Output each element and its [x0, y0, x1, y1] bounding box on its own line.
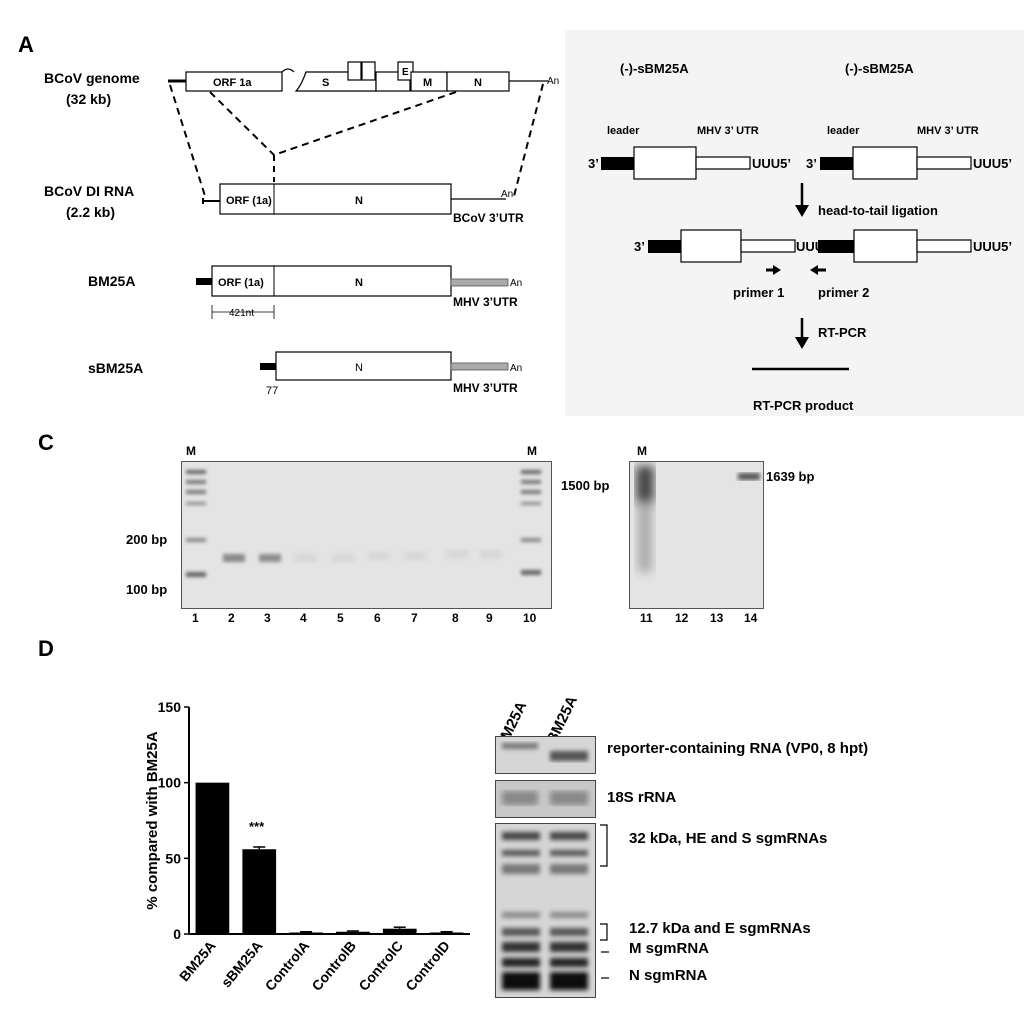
lane-number-8: 8 [452, 611, 459, 625]
bm25a-orf1a-label: ORF (1a) [218, 277, 264, 289]
position-77: 77 [266, 385, 278, 397]
lane-number-1: 1 [192, 611, 199, 625]
bp-200-label: 200 bp [126, 532, 168, 547]
orf1a-label: ORF 1a [213, 77, 252, 89]
bar-BM25A [195, 782, 230, 934]
lane-number-4: 4 [300, 611, 307, 625]
length-421nt: 421nt [229, 308, 254, 319]
three-prime-right: 3’ [806, 156, 817, 171]
bm25a-polya: An [510, 278, 522, 289]
bar-sBM25A [242, 849, 277, 934]
uuu5-ligated: UUU5’ [973, 239, 1012, 254]
bar-ControlB [336, 931, 370, 934]
mhv-utr-label-right: MHV 3’ UTR [917, 125, 979, 137]
lane-number-14: 14 [744, 611, 758, 625]
gel-marker-far-right: M [637, 444, 647, 458]
genome-polya: An [547, 76, 559, 87]
primer1-label: primer 1 [733, 285, 784, 300]
rrna-label: 18S rRNA [607, 789, 677, 806]
sbm25a-polya: An [510, 363, 522, 374]
lane-number-7: 7 [411, 611, 418, 625]
primer2-label: primer 2 [818, 285, 869, 300]
y-tick-label-100: 100 [158, 775, 182, 791]
uuu5-left: UUU5’ [752, 156, 791, 171]
lane-number-10: 10 [523, 611, 537, 625]
lane-number-5: 5 [337, 611, 344, 625]
sbm25a-mhv-utr: MHV 3’UTR [453, 381, 518, 395]
leader-label-left: leader [607, 125, 640, 137]
kda32-label: 32 kDa, HE and S sgmRNAs [629, 830, 828, 847]
sbm25a-n-label: N [355, 362, 363, 374]
kda12-label: 12.7 kDa and E sgmRNAs [629, 920, 811, 937]
gel-left [181, 461, 552, 609]
n-gene-label: N [474, 77, 482, 89]
y-axis-label: % compared with BM25A [144, 731, 161, 910]
di-rna-size: (2.2 kb) [66, 204, 115, 220]
genome-title: BCoV genome [44, 70, 140, 86]
y-tick-label-50: 50 [165, 850, 181, 866]
neg-sbm25a-left: (-)-sBM25A [620, 61, 689, 76]
lane-number-11: 11 [640, 611, 653, 625]
panel-a-label: A [18, 32, 34, 57]
e-gene-label: E [402, 67, 409, 78]
sbm25a-title: sBM25A [88, 360, 143, 376]
y-tick-label-0: 0 [173, 926, 181, 942]
panel-b-background [565, 30, 1024, 416]
blot-reporter [495, 736, 596, 774]
gel-marker-left: M [186, 444, 196, 458]
neg-sbm25a-right: (-)-sBM25A [845, 61, 914, 76]
significance-marker: *** [249, 819, 265, 834]
blot-sgmrna [495, 823, 596, 998]
bm25a-n-label: N [355, 277, 363, 289]
y-tick-label-150: 150 [158, 699, 182, 715]
bar-ControlD [429, 932, 464, 934]
ligation-label: head-to-tail ligation [818, 203, 938, 218]
three-prime-ligated: 3’ [634, 239, 645, 254]
lane-number-13: 13 [710, 611, 724, 625]
lane-number-2: 2 [228, 611, 235, 625]
bcov-utr-label: BCoV 3’UTR [453, 211, 524, 225]
bm25a-title: BM25A [88, 273, 135, 289]
lane-number-9: 9 [486, 611, 493, 625]
uuu-junction: UUU [796, 239, 824, 254]
gel-marker-right: M [527, 444, 537, 458]
mhv-utr-label-left: MHV 3’ UTR [697, 125, 759, 137]
m-sgmrna-label: M sgmRNA [629, 940, 710, 957]
panel-c-label: C [38, 430, 54, 455]
rtpcr-label: RT-PCR [818, 325, 867, 340]
bar-ControlA [289, 932, 323, 934]
bp-1500-label: 1500 bp [561, 478, 610, 493]
gel-right [629, 461, 764, 609]
n-sgmrna-label: N sgmRNA [629, 967, 708, 984]
lane-number-6: 6 [374, 611, 381, 625]
panel-d-label: D [38, 636, 54, 661]
lane-number-12: 12 [675, 611, 689, 625]
genome-size: (32 kb) [66, 91, 111, 107]
di-polya: An [501, 189, 513, 200]
bar-ControlC [382, 928, 417, 934]
blot-18s [495, 780, 596, 818]
uuu5-right: UUU5’ [973, 156, 1012, 171]
s-gene-label: S [322, 77, 329, 89]
m-gene-label: M [423, 77, 432, 89]
bm25a-mhv-utr: MHV 3’UTR [453, 295, 518, 309]
three-prime-left: 3’ [588, 156, 599, 171]
bp-100-label: 100 bp [126, 582, 168, 597]
reporter-label: reporter-containing RNA (VP0, 8 hpt) [607, 740, 869, 757]
di-rna-title: BCoV DI RNA [44, 183, 134, 199]
leader-label-right: leader [827, 125, 860, 137]
di-n-label: N [355, 195, 363, 207]
rtpcr-product-label: RT-PCR product [753, 398, 854, 413]
lane-number-3: 3 [264, 611, 271, 625]
di-orf1a-label: ORF (1a) [226, 195, 272, 207]
bp-1639-label: 1639 bp [766, 469, 815, 484]
